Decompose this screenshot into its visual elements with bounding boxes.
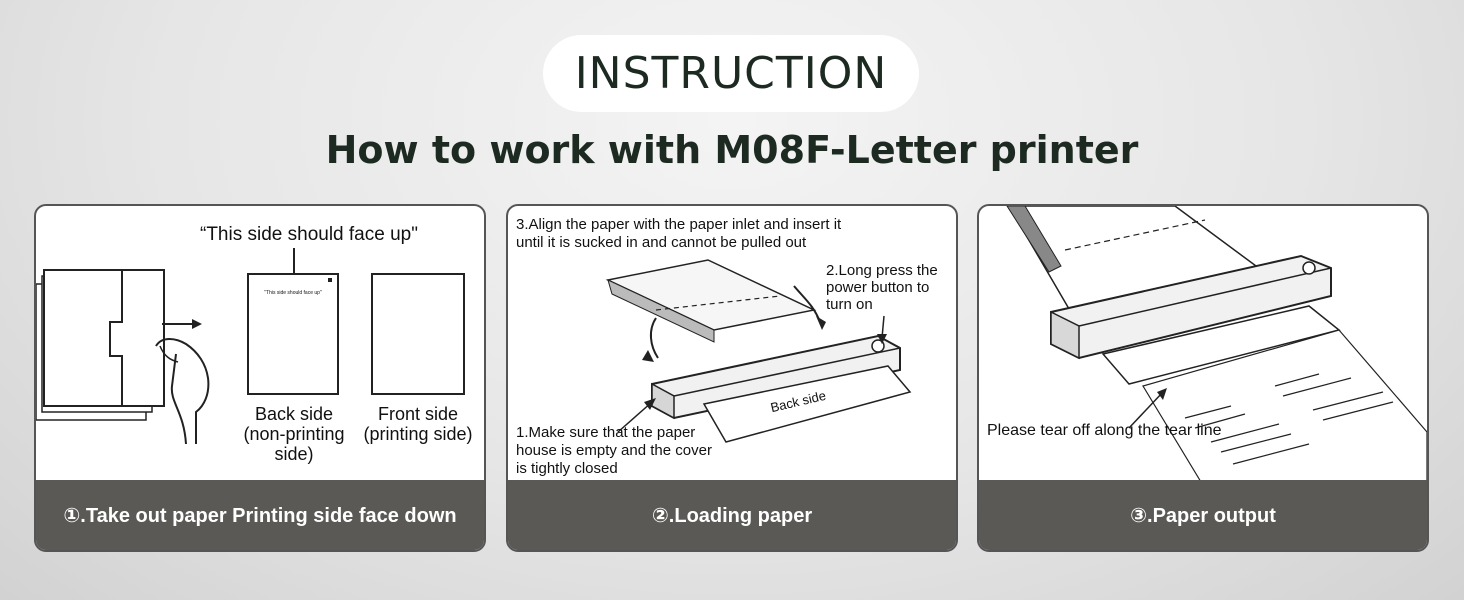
power-button-icon (1302, 261, 1316, 275)
page-title: INSTRUCTION (574, 48, 888, 99)
front-side-label: Front side (printing side) (363, 404, 473, 444)
front-side-sheet (371, 273, 465, 395)
align-paper-note: 3.Align the paper with the paper inlet a… (516, 216, 842, 251)
tear-guide-line (655, 295, 781, 311)
step-1-panel: “This side should face up" "This side sh… (34, 204, 486, 552)
tear-line (1064, 219, 1206, 251)
step-3-panel: Please tear off along the tear line ③.Pa… (977, 204, 1429, 552)
step-1-caption: ①.Take out paper Printing side face down (36, 480, 484, 550)
check-printer-note: 1.Make sure that the paper house is empt… (516, 424, 712, 477)
hand-icon (155, 338, 210, 445)
paper-edge-stack (1006, 206, 1062, 273)
paper-stack-front (43, 269, 165, 407)
page-subtitle: How to work with M08F-Letter printer (325, 128, 1139, 172)
sheet-small-note: "This side should face up" (264, 290, 322, 296)
step-3-caption: ③.Paper output (979, 480, 1427, 550)
step-2-panel: 3.Align the paper with the paper inlet a… (506, 204, 958, 552)
loading-paper-illustration (605, 259, 912, 443)
face-up-label: “This side should face up" (200, 224, 418, 245)
paper-output-illustration (1006, 206, 1427, 482)
output-paper (702, 365, 912, 443)
step-2-caption: ②.Loading paper (508, 480, 956, 550)
printer-end-cap (1050, 310, 1080, 360)
instruction-title-badge: INSTRUCTION (543, 35, 919, 112)
back-side-sheet (247, 273, 339, 395)
tear-pointer-line (1128, 391, 1164, 429)
power-button-icon (871, 339, 885, 353)
printed-text-lines (1184, 373, 1394, 465)
back-side-label: Back side (non-printing side) (243, 404, 345, 464)
printed-page (1142, 329, 1427, 482)
printer-pointer-line (617, 401, 653, 433)
power-button-note: 2.Long press the power button to turn on (826, 262, 938, 313)
tear-off-note: Please tear off along the tear line (987, 422, 1222, 439)
printer-end-cap (651, 382, 675, 420)
paper-fold-line (109, 270, 123, 406)
paper-orientation-illustration (36, 248, 465, 445)
left-hand-icon (650, 317, 659, 359)
